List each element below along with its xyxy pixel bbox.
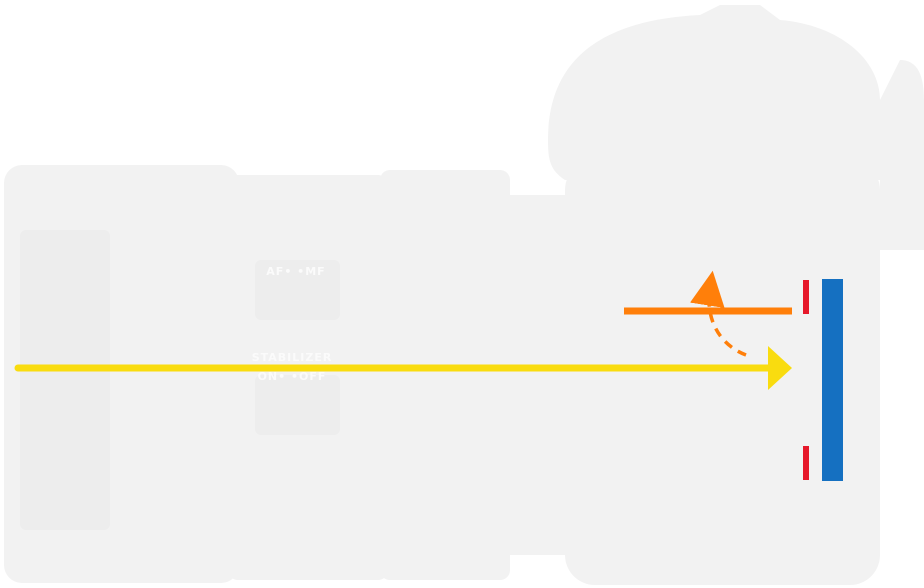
mirror-swing-arrow <box>690 270 747 357</box>
on-off-label: ON• •OFF <box>258 370 327 383</box>
camera-silhouette <box>4 5 924 585</box>
image-sensor <box>822 279 843 481</box>
light-path-arrow <box>14 346 792 390</box>
lens-mount <box>500 195 580 555</box>
lens-details <box>20 230 340 530</box>
af-mf-label: AF• •MF <box>266 265 325 278</box>
stabilizer-label: STABILIZER <box>252 351 333 364</box>
viewfinder-hump <box>548 5 924 250</box>
shutter-bottom <box>803 446 809 480</box>
shutter-top <box>803 280 809 314</box>
lens-rear-barrel <box>380 170 510 580</box>
camera-body <box>565 160 880 585</box>
arrow-head-icon <box>768 346 792 390</box>
